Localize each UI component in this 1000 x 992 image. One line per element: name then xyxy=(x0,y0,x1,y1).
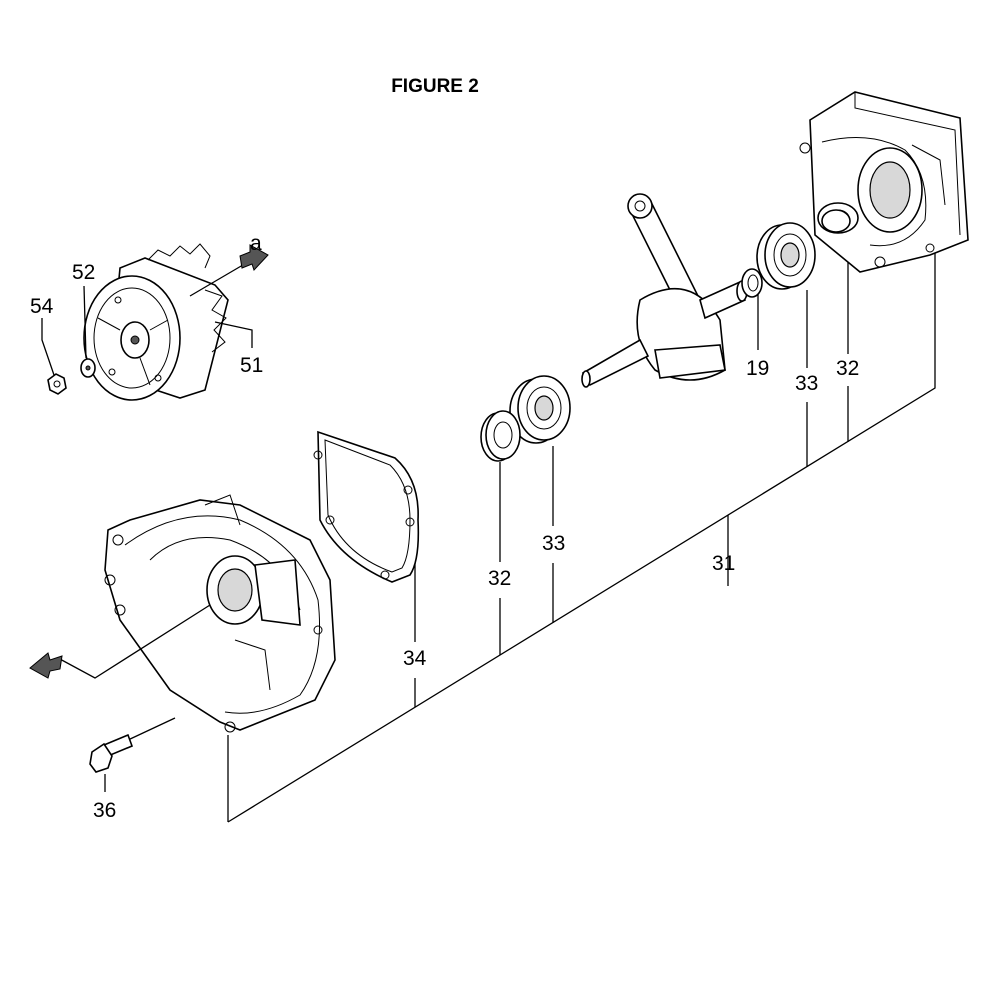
callout-leaders xyxy=(41,285,253,792)
callout-36: 36 xyxy=(93,799,116,822)
bearing-33-right xyxy=(756,222,816,290)
callout-a-label: a xyxy=(250,232,262,255)
callout-34: 34 xyxy=(403,647,427,670)
oil-seal-32-left xyxy=(480,410,521,462)
callout-31: 31 xyxy=(712,552,735,575)
washer-19 xyxy=(741,268,763,298)
callout-32-right: 32 xyxy=(836,357,859,380)
crankcase-left-half xyxy=(104,494,336,733)
callout-33-left: 33 xyxy=(542,532,565,555)
assembly-bracket-31 xyxy=(227,250,936,823)
figure-title: FIGURE 2 xyxy=(391,76,479,97)
crankcase-right-half xyxy=(799,91,969,273)
crankshaft xyxy=(581,193,748,388)
callout-33-right: 33 xyxy=(795,372,818,395)
direction-arrow-left xyxy=(29,604,211,679)
callout-32-left: 32 xyxy=(488,567,511,590)
nut-54 xyxy=(47,373,67,395)
washer-52 xyxy=(80,358,96,378)
gasket-34 xyxy=(313,430,420,583)
oil-seal-32-right xyxy=(821,209,851,233)
bearing-33-left xyxy=(509,375,571,444)
callout-19: 19 xyxy=(746,357,769,380)
direction-arrow-a xyxy=(189,244,269,297)
flywheel-51 xyxy=(83,243,229,401)
callout-52: 52 xyxy=(72,261,95,284)
callout-54: 54 xyxy=(30,295,54,318)
callout-51: 51 xyxy=(240,354,263,377)
bolt-36 xyxy=(89,717,176,773)
